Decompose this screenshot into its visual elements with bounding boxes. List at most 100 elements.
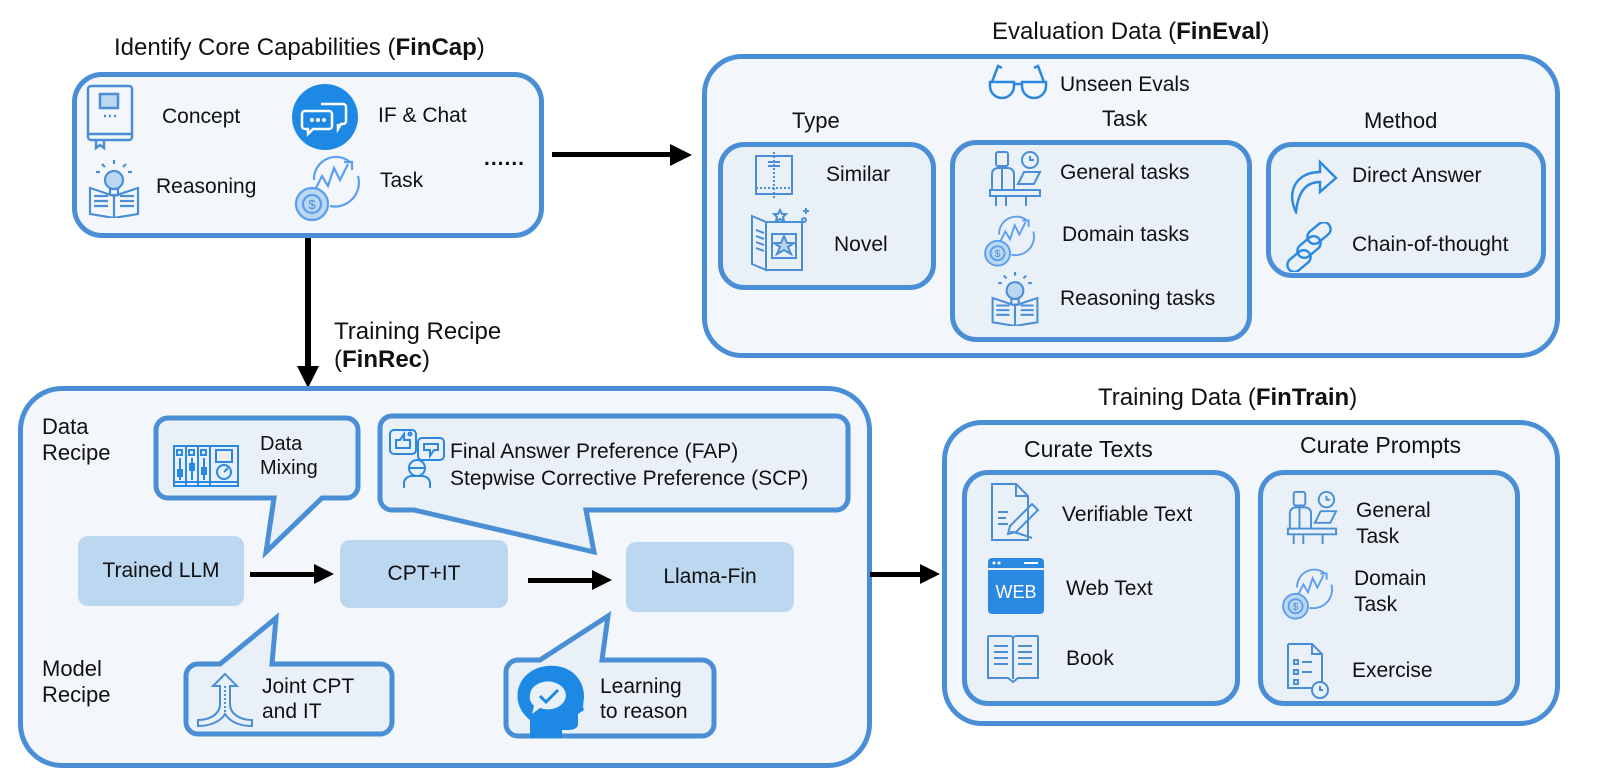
text-verifiable: Verifiable Text xyxy=(1062,503,1193,526)
web-badge-text: WEB xyxy=(995,582,1036,602)
finrec-label-prefix: ( xyxy=(334,346,342,373)
person-laptop-icon xyxy=(1286,490,1338,544)
arrow-head-cpt-llama xyxy=(592,570,612,590)
method-header: Method xyxy=(1364,108,1438,133)
chain-link-icon xyxy=(1284,222,1334,272)
task-domain: Domain tasks xyxy=(1062,223,1190,246)
task-reasoning: Reasoning tasks xyxy=(1060,287,1216,310)
model-recipe-line1: Model xyxy=(42,656,102,681)
novel-book-icon xyxy=(750,206,814,272)
curved-arrow-icon xyxy=(1288,154,1338,214)
finrec-label-line1: Training Recipe xyxy=(334,318,502,345)
arrow-to-fintrain xyxy=(870,572,924,577)
arrow-head-finrec xyxy=(297,366,319,388)
fineval-title-suffix: ) xyxy=(1261,18,1270,45)
unseen-evals-label: Unseen Evals xyxy=(1060,73,1190,96)
mixer-console-icon xyxy=(172,444,240,488)
arrow-to-fineval xyxy=(552,152,674,157)
text-web: Web Text xyxy=(1066,577,1153,600)
finance-chart-coin-icon: $ xyxy=(292,152,364,222)
lightbulb-book-icon xyxy=(990,270,1040,326)
finance-chart-coin-icon: $ xyxy=(982,212,1038,268)
type-header: Type xyxy=(792,108,840,133)
data-mixing-line2: Mixing xyxy=(260,457,318,479)
learning-line1: Learning xyxy=(600,675,682,698)
folded-paper-icon xyxy=(754,152,794,198)
text-book: Book xyxy=(1066,647,1114,670)
prompt-domain-line2: Task xyxy=(1354,593,1398,616)
arrow-cpt-to-llama xyxy=(528,578,594,583)
type-novel: Novel xyxy=(834,233,888,256)
finrec-label-suffix: ) xyxy=(422,346,431,373)
arrow-head-fineval xyxy=(670,144,692,166)
svg-text:$: $ xyxy=(308,197,316,212)
capability-if-chat: IF & Chat xyxy=(378,104,467,127)
node-llama-fin: Llama-Fin xyxy=(626,542,794,612)
fap-label: Final Answer Preference (FAP) xyxy=(450,440,739,463)
joint-cpt-callout xyxy=(183,612,395,737)
task-general: General tasks xyxy=(1060,161,1190,184)
finrec-label: Training Recipe (FinRec) xyxy=(334,318,501,374)
finrec-label-bold: FinRec xyxy=(342,346,423,373)
node-trained-llm: Trained LLM xyxy=(78,536,244,606)
joint-cpt-line1: Joint CPT xyxy=(262,675,355,698)
fintrain-title-suffix: ) xyxy=(1349,384,1358,411)
fincap-title-text: Identify Core Capabilities ( xyxy=(114,34,396,61)
exercise-sheet-icon xyxy=(1286,642,1330,700)
prompt-general-line2: Task xyxy=(1356,525,1400,548)
fintrain-title-bold: FinTrain xyxy=(1255,384,1350,411)
fineval-title: Evaluation Data (FinEval) xyxy=(992,18,1269,46)
preference-feedback-icon xyxy=(388,428,446,488)
arrow-head-llm-cpt xyxy=(314,564,334,584)
fintrain-title-text: Training Data ( xyxy=(1098,384,1256,411)
fineval-title-bold: FinEval xyxy=(1176,18,1262,45)
prompt-general-task: General Task xyxy=(1356,498,1431,550)
arrow-llm-to-cpt xyxy=(250,572,316,577)
task-header: Task xyxy=(1102,106,1148,131)
open-book-icon xyxy=(986,632,1040,686)
document-pen-icon xyxy=(990,482,1040,542)
prompt-general-line1: General xyxy=(1356,499,1431,522)
data-recipe-line1: Data xyxy=(42,414,89,439)
fincap-title: Identify Core Capabilities (FinCap) xyxy=(114,34,485,62)
model-recipe-label: Model Recipe xyxy=(42,656,110,709)
fintrain-title: Training Data (FinTrain) xyxy=(1098,384,1357,412)
method-chain-of-thought: Chain-of-thought xyxy=(1352,233,1509,256)
svg-text:$: $ xyxy=(1293,602,1299,613)
capability-task: Task xyxy=(380,169,424,192)
capability-concept: Concept xyxy=(162,105,241,128)
scp-label: Stepwise Corrective Preference (SCP) xyxy=(450,467,809,490)
more-ellipsis: ...... xyxy=(484,147,526,170)
curate-texts-header: Curate Texts xyxy=(1024,436,1153,462)
data-recipe-label: Data Recipe xyxy=(42,414,110,467)
curate-prompts-header: Curate Prompts xyxy=(1300,432,1462,458)
type-similar: Similar xyxy=(826,163,891,186)
learning-label: Learning to reason xyxy=(600,674,688,724)
svg-text:$: $ xyxy=(995,249,1001,260)
data-mixing-label: Data Mixing xyxy=(260,432,318,480)
prompt-exercise: Exercise xyxy=(1352,659,1433,682)
capability-reasoning: Reasoning xyxy=(156,175,257,198)
preference-label: Final Answer Preference (FAP) Stepwise C… xyxy=(450,438,808,492)
lightbulb-book-icon xyxy=(88,158,140,218)
fincap-title-bold: FinCap xyxy=(395,34,477,61)
finrec-label-line2: (FinRec) xyxy=(334,346,501,374)
book-icon xyxy=(84,84,136,150)
node-cpt-it: CPT+IT xyxy=(340,540,508,608)
learning-line2: to reason xyxy=(600,700,688,724)
prompt-domain-task: Domain Task xyxy=(1354,566,1426,618)
data-mixing-line1: Data xyxy=(260,433,303,455)
arrow-head-fintrain xyxy=(920,564,940,584)
method-direct-answer: Direct Answer xyxy=(1352,164,1482,187)
joint-cpt-label: Joint CPT and IT xyxy=(262,674,354,724)
joint-cpt-line2: and IT xyxy=(262,700,322,724)
web-icon: WEB xyxy=(988,558,1044,614)
arrow-to-finrec xyxy=(305,238,311,368)
fineval-title-text: Evaluation Data ( xyxy=(992,18,1177,45)
glasses-icon xyxy=(988,62,1048,100)
prompt-domain-line1: Domain xyxy=(1354,567,1427,590)
person-laptop-icon xyxy=(988,150,1042,206)
finance-chart-coin-icon: $ xyxy=(1280,562,1336,624)
fincap-title-suffix: ) xyxy=(476,34,485,61)
data-recipe-line2: Recipe xyxy=(42,440,111,466)
